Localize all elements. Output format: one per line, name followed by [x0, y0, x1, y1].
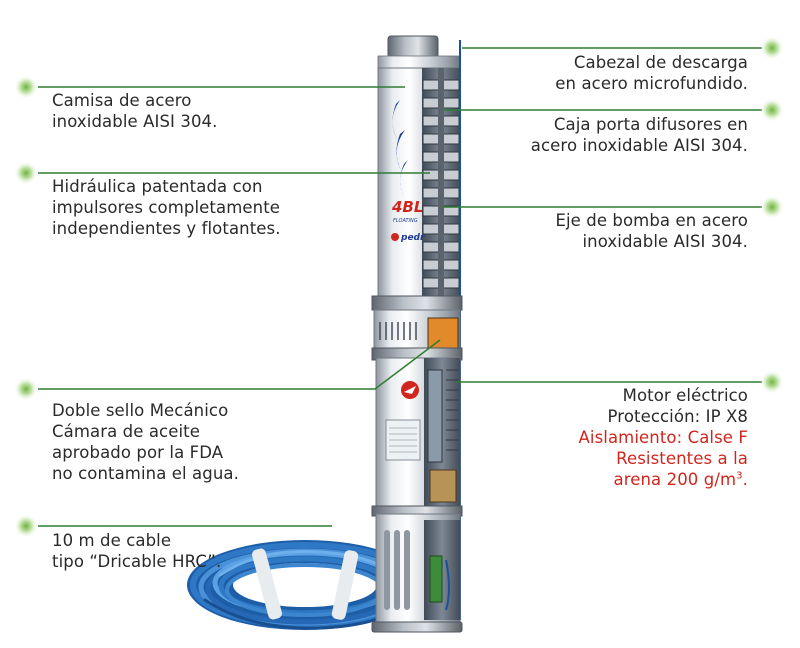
label-hidraulica-line-3: independientes y flotantes.	[52, 219, 281, 238]
label-motor: Motor eléctrico Protección: IP X8 Aislam…	[579, 385, 749, 490]
label-motor-line-1: Motor eléctrico	[622, 386, 748, 405]
label-caja: Caja porta difusores en acero inoxidable…	[531, 114, 748, 156]
label-cabezal: Cabezal de descarga en acero microfundid…	[555, 52, 748, 94]
label-cabezal-line-2: en acero microfundido.	[555, 74, 748, 93]
callout-lines	[38, 47, 762, 527]
pump-body: 4BL FLOATING pedr	[371, 35, 463, 633]
label-cable: 10 m de cable tipo “Dricable HRC”.	[52, 530, 221, 572]
label-hidraulica-line-2: impulsores completamente	[52, 198, 281, 217]
marker-cable	[14, 514, 38, 538]
label-motor-line-5-sup: 3	[736, 470, 743, 482]
label-eje: Eje de bomba en acero inoxidable AISI 30…	[555, 210, 748, 252]
brand-swoosh	[392, 100, 408, 200]
label-cable-line-2: tipo “Dricable HRC”.	[52, 552, 222, 571]
pump-brand-text: pedr	[400, 233, 425, 243]
pump-tagline-text: FLOATING	[393, 218, 418, 224]
label-motor-line-5: arena 200 g/m3.	[579, 469, 749, 490]
label-hidraulica-line-1: Hidráulica patentada con	[52, 177, 263, 196]
label-motor-line-4: Resistentes a la	[616, 449, 748, 468]
label-camisa: Camisa de acero inoxidable AISI 304.	[52, 90, 218, 132]
marker-caja	[760, 98, 784, 122]
callout-markers	[14, 36, 784, 538]
label-sello-line-4: no contamina el agua.	[52, 464, 239, 483]
label-camisa-line-2: inoxidable AISI 304.	[52, 112, 218, 131]
label-motor-line-3: Aislamiento: Calse F	[578, 428, 748, 447]
label-caja-line-1: Caja porta difusores en	[553, 115, 748, 134]
label-camisa-line-1: Camisa de acero	[52, 91, 192, 110]
label-eje-line-2: inoxidable AISI 304.	[582, 232, 748, 251]
label-sello: Doble sello Mecánico Cámara de aceite ap…	[52, 400, 239, 484]
pump-model-text: 4BL	[391, 198, 423, 216]
brand-logo-icon	[391, 233, 399, 241]
label-sello-line-3: aprobado por la FDA	[52, 443, 224, 462]
label-eje-line-1: Eje de bomba en acero	[555, 211, 748, 230]
label-motor-line-2: Protección: IP X8	[607, 407, 748, 426]
label-hidraulica: Hidráulica patentada con impulsores comp…	[52, 176, 281, 239]
marker-motor	[760, 370, 784, 394]
marker-cabezal	[760, 36, 784, 60]
label-sello-line-1: Doble sello Mecánico	[52, 401, 229, 420]
label-cable-line-1: 10 m de cable	[52, 531, 172, 550]
label-motor-line-5-text: arena 200 g/m	[613, 470, 737, 489]
marker-eje	[760, 195, 784, 219]
label-cabezal-line-1: Cabezal de descarga	[573, 53, 748, 72]
label-sello-line-2: Cámara de aceite	[52, 422, 200, 441]
label-motor-line-5-end: .	[742, 470, 748, 489]
marker-camisa	[14, 75, 38, 99]
label-caja-line-2: acero inoxidable AISI 304.	[530, 136, 748, 155]
marker-sello	[14, 377, 38, 401]
marker-hidraulica	[14, 161, 38, 185]
